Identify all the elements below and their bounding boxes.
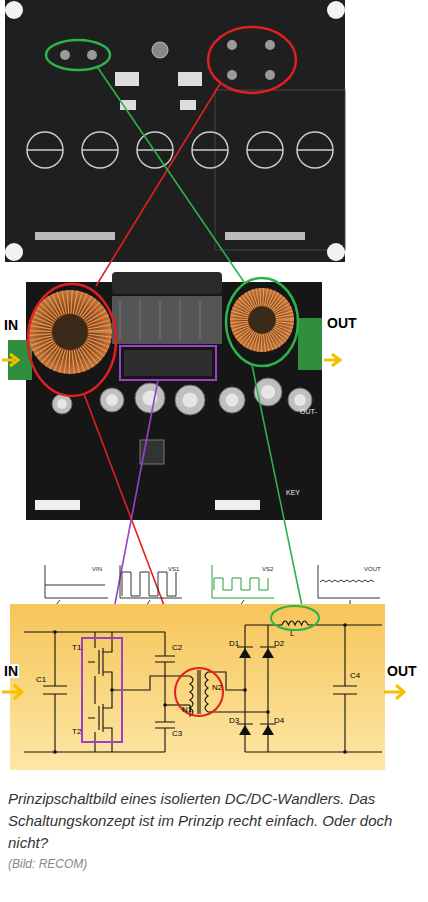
- schematic: [2, 604, 404, 770]
- image-credit: (Bild: RECOM): [8, 858, 87, 870]
- part-name: T1: [72, 644, 81, 652]
- signal-name: VS1: [168, 566, 179, 572]
- part-name: C2: [172, 644, 182, 652]
- part-name: C4: [350, 672, 360, 680]
- part-name: L: [290, 630, 294, 638]
- leader-lines: [84, 68, 302, 674]
- io-label: IN: [3, 318, 19, 332]
- signal-name: VOUT: [364, 566, 381, 572]
- part-name: D2: [274, 640, 284, 648]
- io-label: IN: [3, 664, 19, 678]
- signal-name: VIN: [92, 566, 102, 572]
- part-name: D3: [229, 717, 239, 725]
- silkscreen-text: OUT-: [300, 408, 317, 415]
- io-label: OUT: [326, 316, 358, 330]
- part-name: C1: [36, 676, 46, 684]
- pcb-front-photo: [0, 270, 345, 522]
- part-name: D4: [274, 717, 284, 725]
- pcb-back-photo: [5, 0, 345, 262]
- signal-name: VS2: [262, 566, 273, 572]
- part-name: T2: [72, 728, 81, 736]
- part-name: N1: [182, 706, 192, 714]
- silkscreen-text: KEY: [286, 489, 300, 496]
- part-name: N2: [212, 684, 222, 692]
- part-name: D1: [229, 640, 239, 648]
- part-name: C3: [172, 730, 182, 738]
- caption: Prinzipschaltbild eines isolierten DC/DC…: [8, 788, 413, 854]
- io-label: OUT: [386, 664, 418, 678]
